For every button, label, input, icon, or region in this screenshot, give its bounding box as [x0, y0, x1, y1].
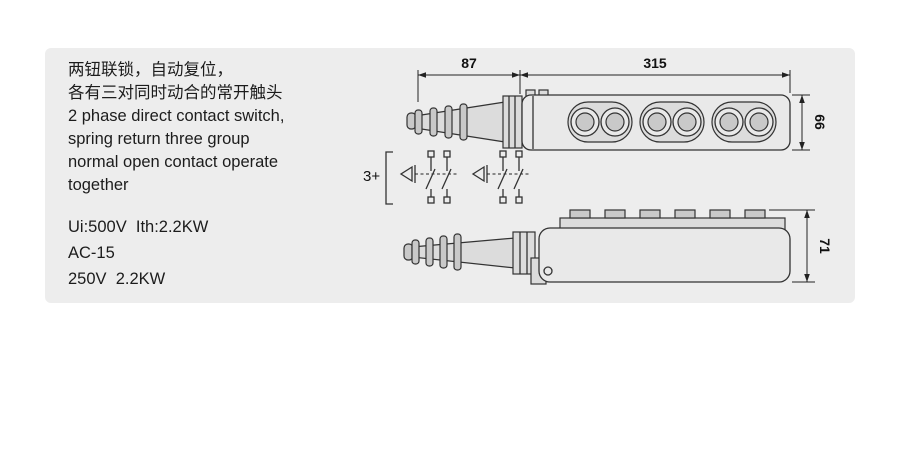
- side-view-drawing: [403, 209, 791, 285]
- description-line-en-3: normal open contact operate: [68, 153, 279, 171]
- description-line-cn-2: 各有三对同时动合的常开触头: [68, 84, 283, 102]
- description-line-en-1: 2 phase direct contact switch,: [68, 107, 285, 125]
- description-block: 两钮联锁，自动复位， 各有三对同时动合的常开触头 2 phase direct …: [68, 59, 284, 197]
- spec-line-category: AC-15: [68, 244, 115, 262]
- button-group-3: [711, 101, 777, 143]
- circuit-multiplier-label: 3+: [363, 168, 380, 185]
- dimension-body-length: 315: [520, 55, 791, 93]
- dim-label-71: 71: [817, 238, 833, 254]
- dimension-body-height: 66: [792, 94, 828, 151]
- top-view-drawing: [406, 89, 791, 151]
- contact-group-2: [471, 150, 529, 204]
- spec-panel: 两钮联锁，自动复位， 各有三对同时动合的常开触头 2 phase direct …: [45, 48, 855, 303]
- spec-line-ratings: Ui:500V Ith:2.2KW: [68, 218, 209, 236]
- dim-label-66: 66: [812, 114, 828, 130]
- spec-line-power: 250V 2.2KW: [68, 270, 166, 288]
- button-group-2: [639, 101, 705, 143]
- dim-label-315: 315: [643, 55, 667, 71]
- description-line-en-4: together: [68, 176, 129, 194]
- circuit-symbol: 3+: [363, 150, 529, 205]
- cable-gland: [502, 95, 523, 149]
- cable-gland-side: [512, 231, 536, 275]
- button-group-1: [567, 101, 633, 143]
- technical-drawing: 87 315 66 3+: [363, 55, 833, 285]
- spec-block: Ui:500V Ith:2.2KW AC-15 250V 2.2KW: [68, 214, 208, 292]
- pendant-body-side-view: [538, 227, 791, 283]
- description-line-cn-1: 两钮联锁，自动复位，: [68, 61, 233, 79]
- screw-hole: [543, 266, 553, 276]
- dimension-gland-length: 87: [417, 55, 521, 102]
- circuit-bracket: [385, 151, 393, 205]
- description-line-en-2: spring return three group: [68, 130, 250, 148]
- dimension-side-height: 71: [769, 209, 833, 283]
- contact-group-1: [399, 150, 457, 204]
- dim-label-87: 87: [461, 55, 477, 71]
